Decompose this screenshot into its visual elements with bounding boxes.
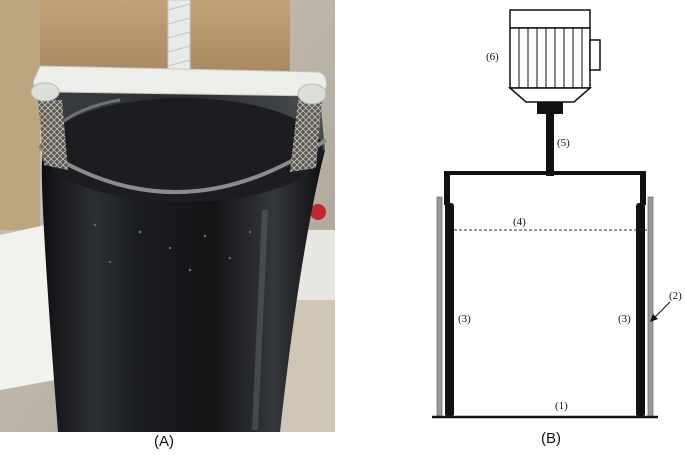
frame-rod-tape [167, 3, 191, 67]
label-electrode-left: (3) [458, 313, 471, 325]
panel-a-label: (A) [154, 433, 174, 450]
motor-coupling [537, 102, 563, 114]
motor [508, 9, 601, 114]
white-sheet [0, 225, 55, 390]
tube-speckles [93, 223, 252, 272]
panel-b-label: (B) [541, 430, 561, 447]
frame-joint-right [297, 83, 327, 105]
container-wall-left [436, 196, 443, 418]
tube-body [41, 150, 326, 432]
mesh-electrode-left [38, 100, 68, 170]
red-cap [310, 204, 326, 220]
motor-side-box [589, 39, 601, 71]
mesh-electrode-right [290, 100, 322, 172]
label-electrode-right: (3) [618, 313, 631, 325]
container-wall-right [647, 196, 654, 418]
leader-wall-arrow [650, 314, 658, 322]
frame-mask [448, 180, 642, 205]
tube-rim [38, 138, 328, 195]
label-base: (1) [555, 400, 568, 412]
frame-joint-left [30, 82, 60, 102]
cardboard-box [35, 0, 290, 75]
electrode-left [445, 203, 454, 417]
motor-base [508, 87, 592, 103]
shaft [546, 114, 554, 176]
label-wall: (2) [669, 290, 682, 302]
motor-body [509, 27, 591, 89]
motor-housing [509, 9, 591, 29]
tube-highlight [252, 209, 268, 431]
motor-fins [518, 28, 583, 88]
cardboard-box-side [0, 0, 40, 230]
label-liquid-level: (4) [513, 216, 526, 228]
label-shaft: (5) [557, 137, 570, 149]
label-motor: (6) [486, 51, 499, 63]
electrode-right [636, 203, 645, 417]
schematic-panel-b: (6) (5) (3) (3) (4) (1) (2) [432, 9, 682, 419]
photo-panel-a [0, 0, 335, 432]
